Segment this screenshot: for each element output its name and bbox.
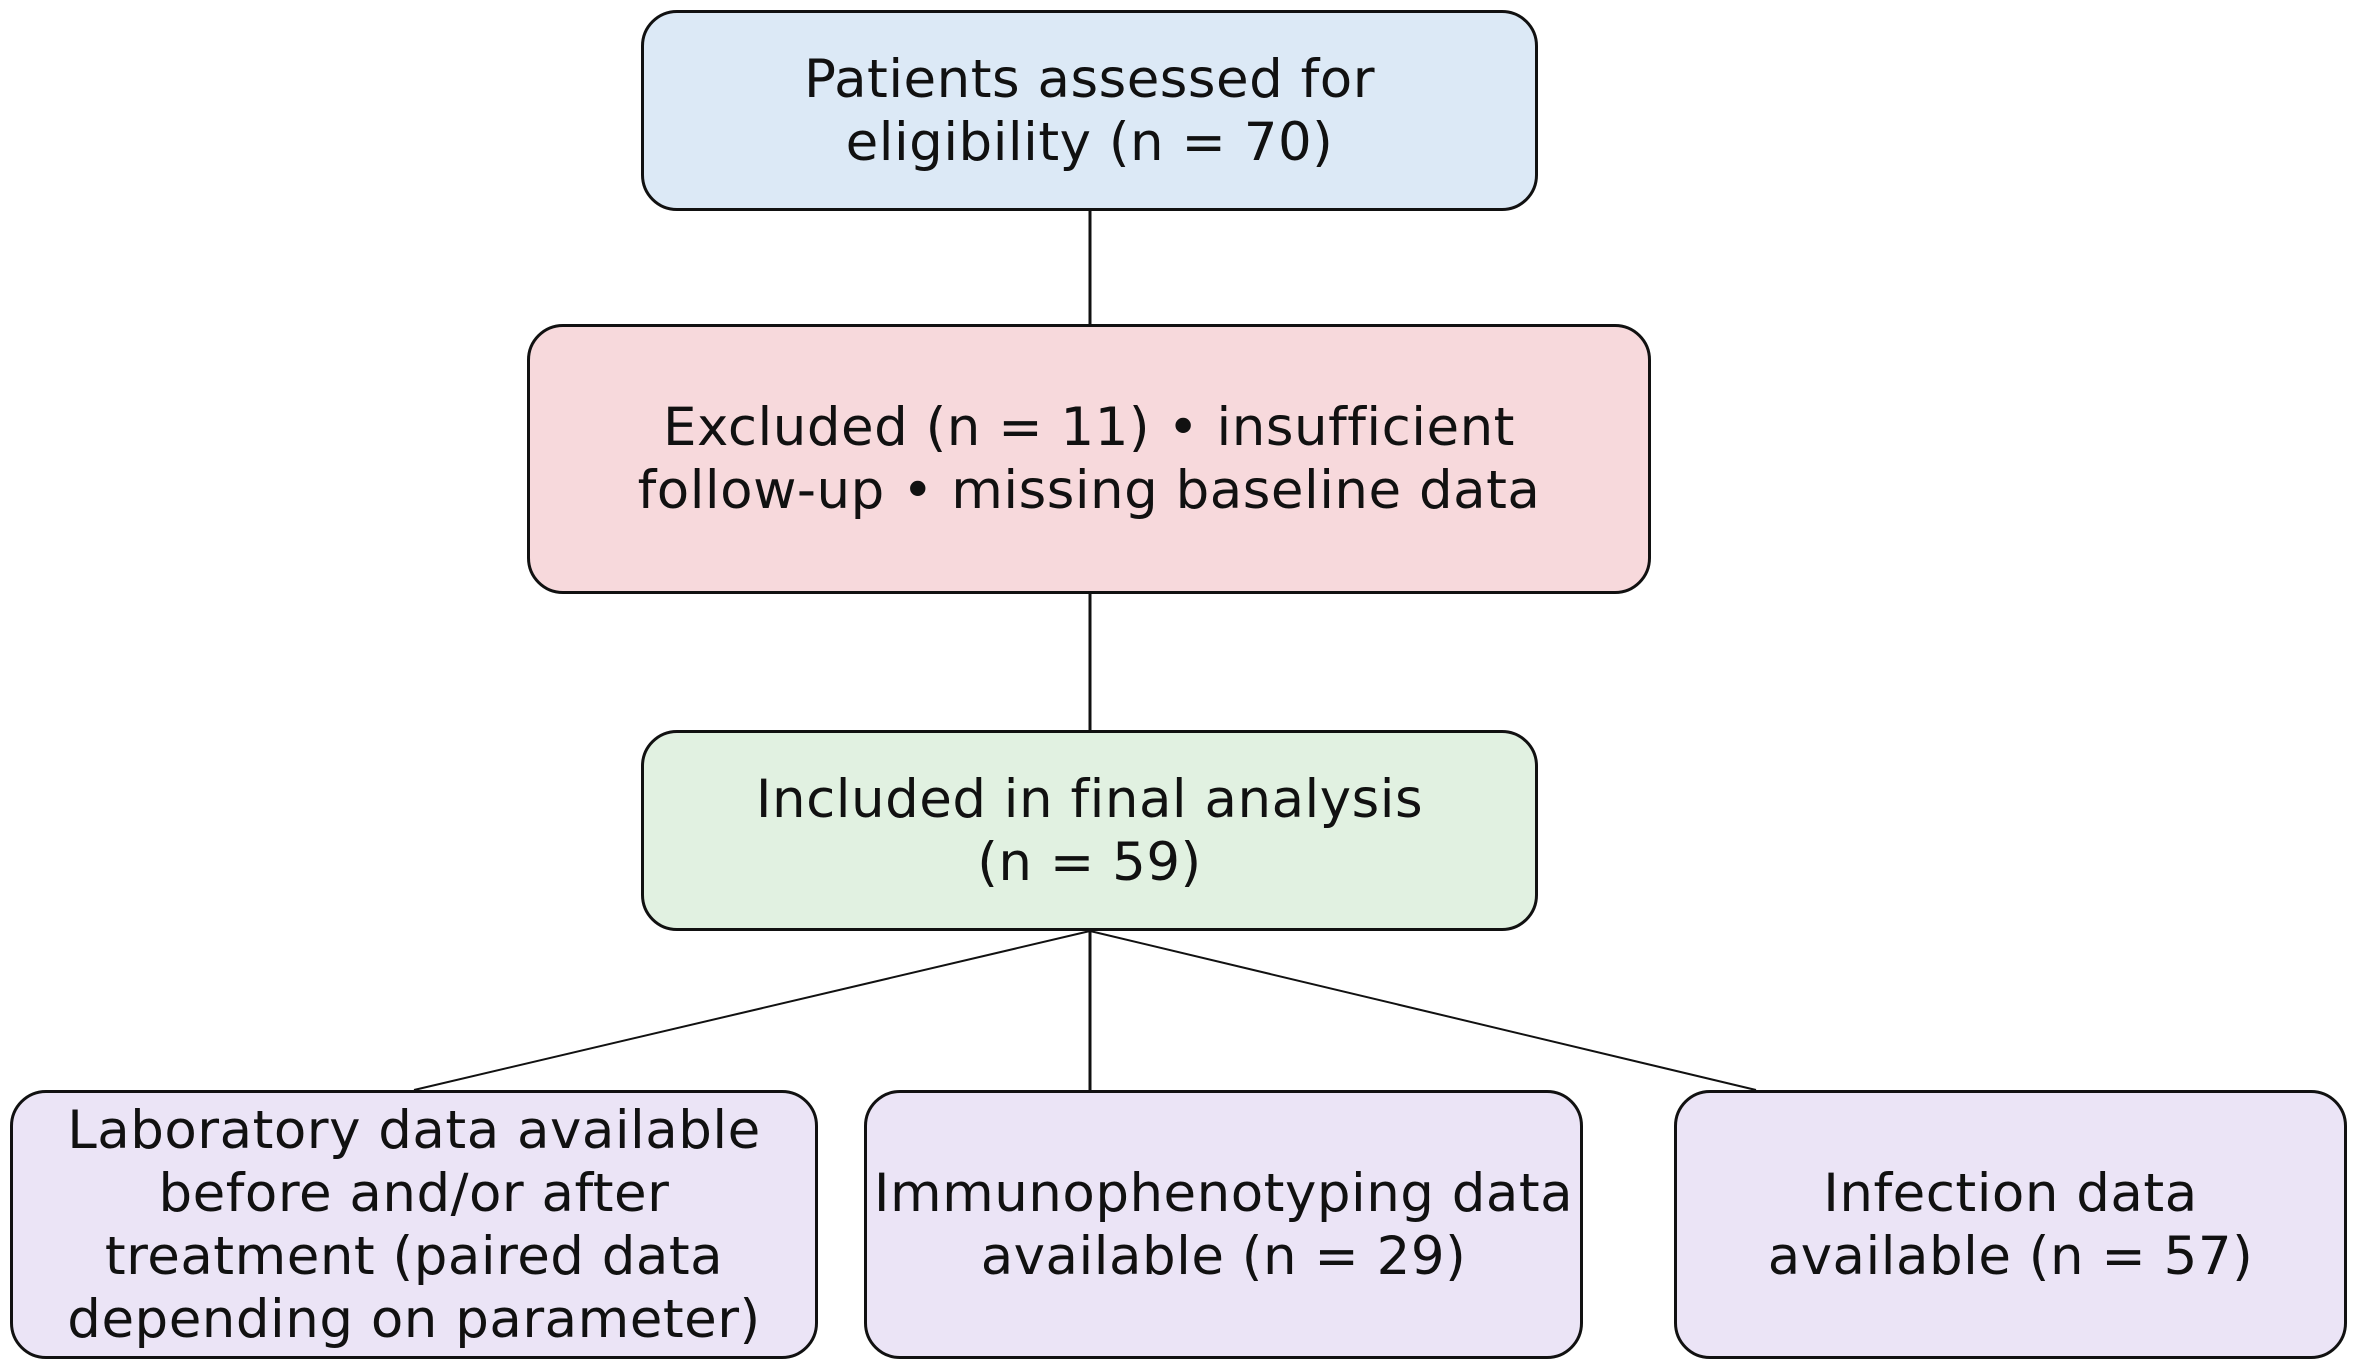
immunophenotyping-data-box: Immunophenotyping data available (n = 29… (864, 1090, 1583, 1359)
included-box: Included in final analysis (n = 59) (641, 730, 1538, 931)
infection-data-text: Infection data available (n = 57) (1767, 1162, 2254, 1287)
laboratory-data-box: Laboratory data available before and/or … (10, 1090, 818, 1359)
excluded-text: Excluded (n = 11) • insufficient follow-… (637, 397, 1541, 521)
included-text: Included in final analysis (n = 59) (755, 768, 1424, 893)
connector-included-laboratory (413, 930, 1091, 1091)
laboratory-data-text: Laboratory data available before and/or … (67, 1099, 761, 1350)
connector-included-infection (1089, 930, 1757, 1091)
immunophenotyping-data-text: Immunophenotyping data available (n = 29… (873, 1162, 1574, 1287)
eligibility-text: Patients assessed for eligibility (n = 7… (803, 48, 1375, 173)
excluded-box: Excluded (n = 11) • insufficient follow-… (527, 324, 1651, 594)
infection-data-box: Infection data available (n = 57) (1674, 1090, 2347, 1359)
eligibility-box: Patients assessed for eligibility (n = 7… (641, 10, 1538, 211)
